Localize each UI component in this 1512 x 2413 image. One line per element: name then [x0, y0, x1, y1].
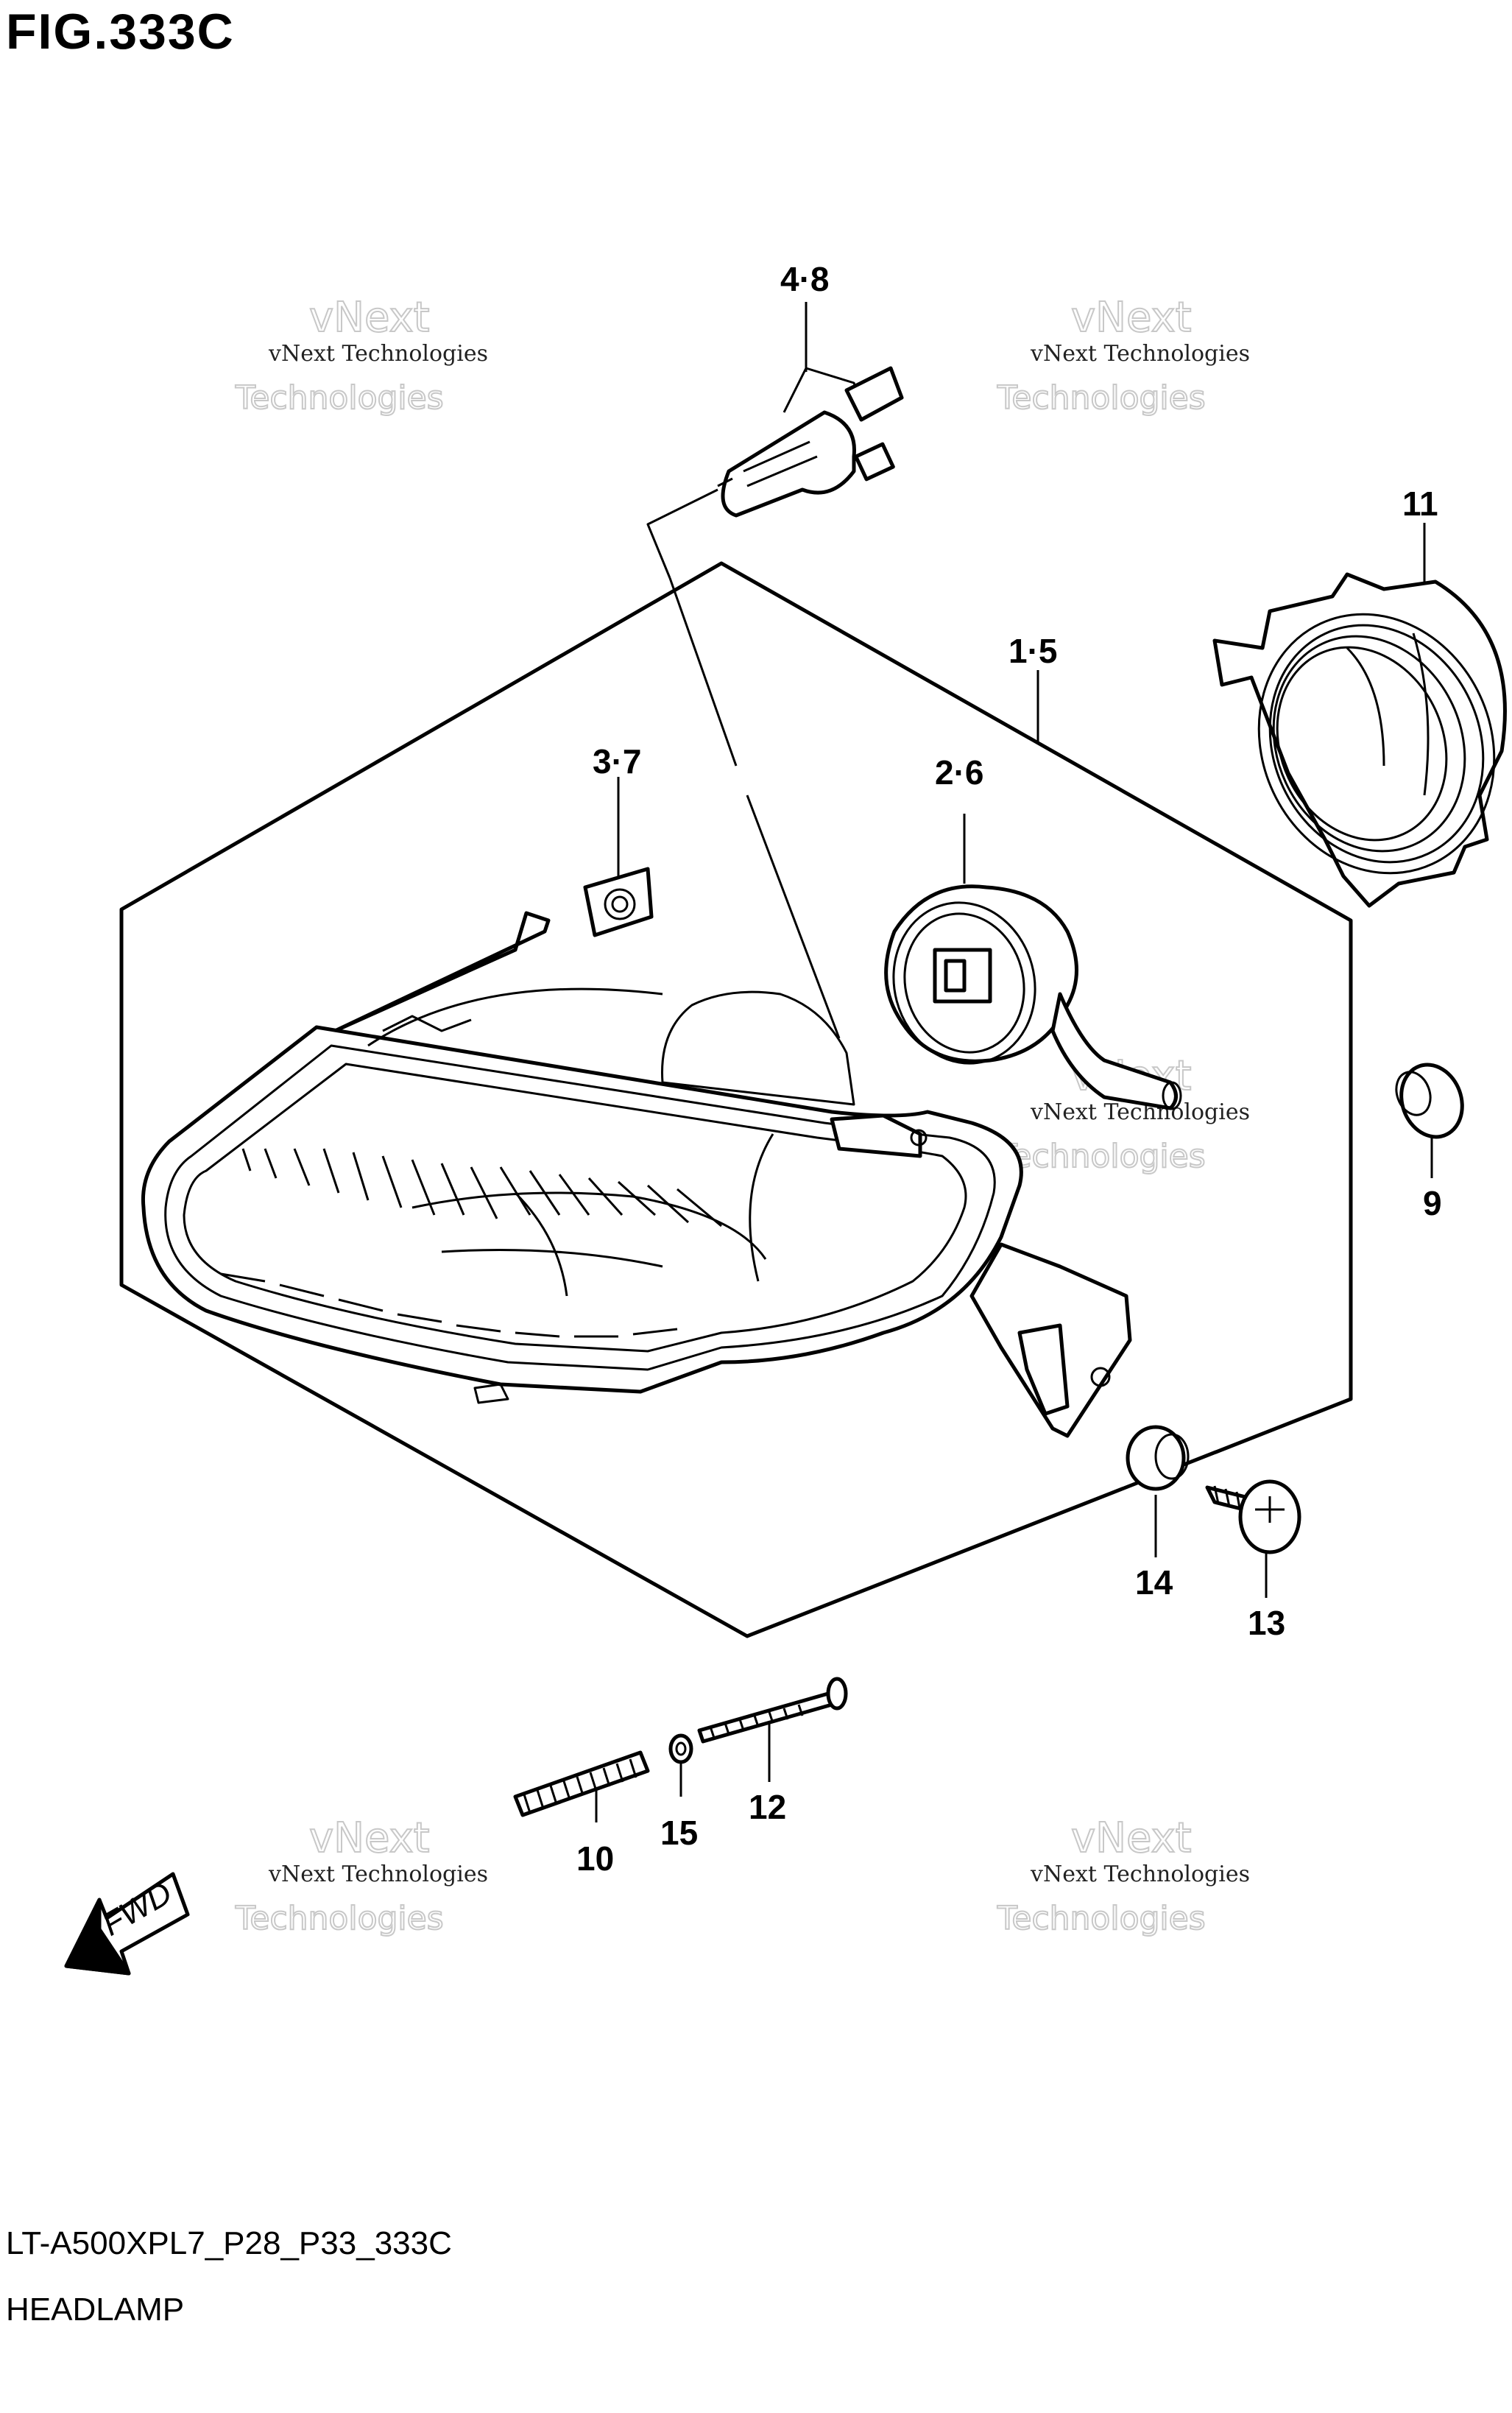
- callout-1-5: 1·5: [1008, 632, 1057, 670]
- watermark-small: vNext Technologies: [268, 1861, 488, 1887]
- washer-part: [668, 1733, 693, 1764]
- watermark-large-bottom: Technologies: [235, 1900, 444, 1937]
- forward-arrow-icon: FWD: [64, 1872, 190, 1976]
- callout-11: 11: [1402, 485, 1438, 523]
- assembly-outline: [119, 561, 1353, 1638]
- callout-4-8: 4·8: [780, 260, 829, 298]
- screw-part: [1205, 1479, 1301, 1554]
- callout-14: 14: [1135, 1563, 1173, 1602]
- callout-2-6: 2·6: [935, 753, 983, 792]
- watermark-small: vNext Technologies: [1030, 341, 1250, 367]
- figure-name: HEADLAMP: [6, 2292, 185, 2328]
- rubber-cap-part: [1212, 572, 1507, 908]
- adjuster-screw-part: [697, 1677, 848, 1744]
- callout-13: 13: [1248, 1604, 1285, 1642]
- watermark-large-top: vNext: [309, 294, 430, 342]
- grommet-part: [1395, 1063, 1464, 1139]
- spring-part: [513, 1750, 650, 1817]
- leader-lines: [595, 302, 1433, 1822]
- watermark: vNext Technologies vNext Technologies: [234, 1814, 488, 1938]
- callout-9: 9: [1423, 1184, 1442, 1222]
- figure-title: FIG.333C: [6, 4, 235, 60]
- watermark-small: vNext Technologies: [268, 341, 488, 367]
- retainer-clip-part: [583, 867, 654, 937]
- callout-10: 10: [576, 1839, 614, 1878]
- figure-code: LT-A500XPL7_P28_P33_333C: [6, 2225, 452, 2261]
- callout-15: 15: [660, 1814, 698, 1852]
- watermark-large-top: vNext: [1071, 1814, 1192, 1862]
- watermark-large-top: vNext: [309, 1814, 430, 1862]
- watermark-large-bottom: Technologies: [235, 379, 444, 417]
- bulb-part: [717, 366, 904, 518]
- watermark-small: vNext Technologies: [1030, 1861, 1250, 1887]
- watermark: vNext Technologies vNext Technologies: [234, 293, 488, 418]
- watermark: vNext Technologies vNext Technologies: [996, 1814, 1250, 1938]
- socket-part: [884, 884, 1182, 1110]
- watermark: vNext Technologies vNext Technologies: [996, 293, 1250, 418]
- watermark-large-bottom: Technologies: [997, 1138, 1206, 1175]
- watermark-large-bottom: Technologies: [997, 379, 1206, 417]
- callout-3-7: 3·7: [593, 742, 641, 781]
- watermark-large-bottom: Technologies: [997, 1900, 1206, 1937]
- callout-12: 12: [749, 1788, 786, 1826]
- headlamp-housing-part: [141, 911, 1132, 1438]
- watermark-large-top: vNext: [1071, 294, 1192, 342]
- cap-part: [1126, 1425, 1190, 1491]
